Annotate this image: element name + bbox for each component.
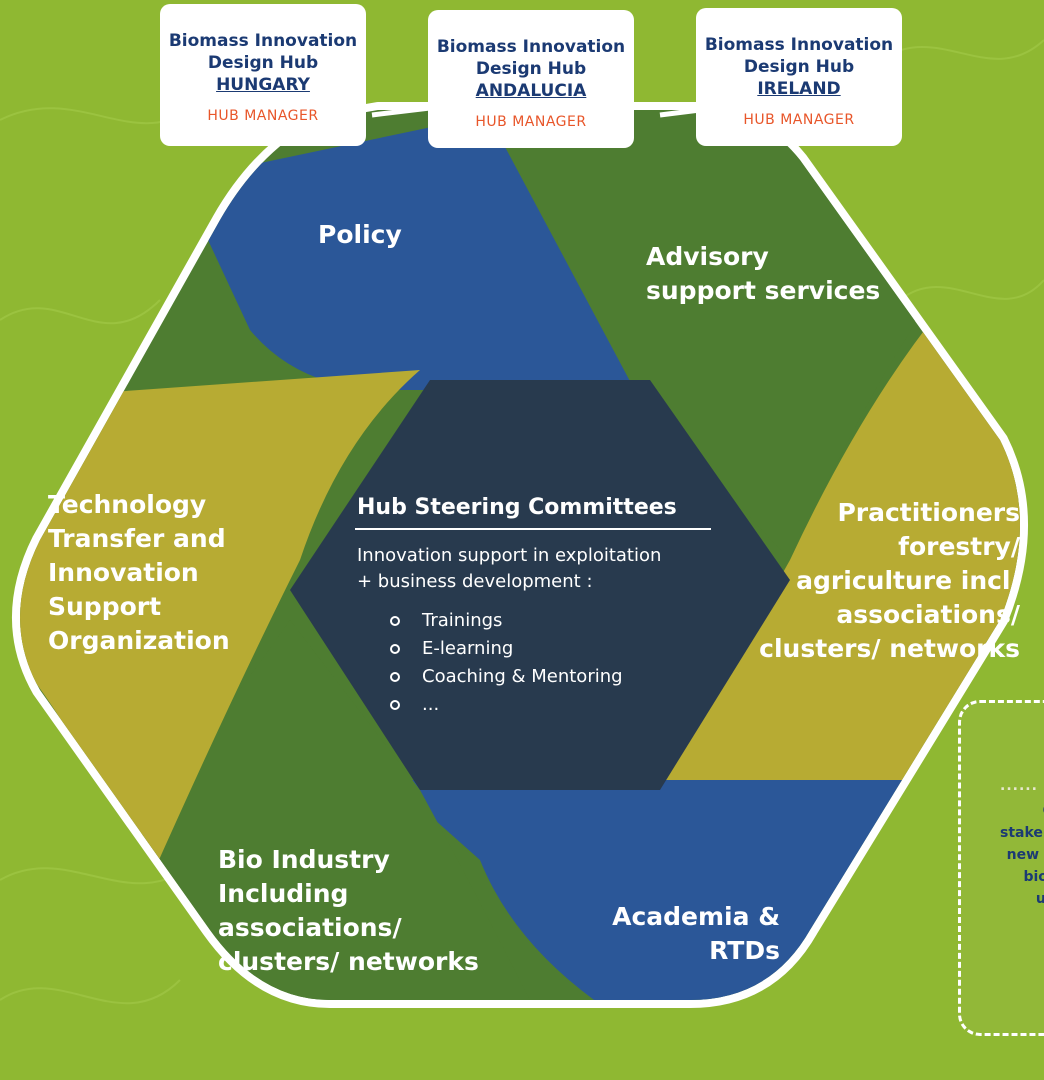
- practitioners-label-line: associations/: [836, 600, 1020, 629]
- technology-label-line: Technology: [48, 490, 207, 519]
- technology-label: Technology Transfer and Innovation Suppo…: [48, 488, 230, 658]
- list-item: ...: [390, 691, 623, 719]
- bullet-icon: [390, 700, 400, 710]
- practitioners-label-line: agriculture incl.: [796, 566, 1020, 595]
- practitioners-label-line: clusters/ networks: [759, 634, 1020, 663]
- practitioners-label-line: Practitioners: [837, 498, 1020, 527]
- bullet-icon: [390, 644, 400, 654]
- advisory-label: Advisory support services: [646, 240, 880, 308]
- academia-label: Academia & RTDs: [598, 900, 780, 968]
- hub-card-hungary: Biomass Innovation Design Hub HUNGARY HU…: [160, 4, 366, 146]
- connector-line: [659, 107, 701, 118]
- hub-role: HUB MANAGER: [475, 114, 587, 130]
- note-text-line: stakeho: [1000, 825, 1044, 841]
- center-description-line: + business development :: [357, 571, 593, 592]
- bio-industry-label-line: clusters/ networks: [218, 947, 479, 976]
- hub-role: HUB MANAGER: [207, 108, 319, 124]
- note-dots: ......: [1000, 778, 1038, 794]
- list-item: E-learning: [390, 635, 623, 663]
- note-text-line: upt: [1035, 891, 1044, 907]
- hub-role: HUB MANAGER: [743, 112, 855, 128]
- advisory-label-line: Advisory: [646, 242, 769, 271]
- hub-country: IRELAND: [757, 79, 841, 99]
- center-title: Hub Steering Committees: [357, 495, 677, 520]
- hub-title-line: Design Hub: [207, 53, 319, 73]
- academia-band: [390, 780, 980, 1000]
- bullet-icon: [390, 672, 400, 682]
- bio-industry-label-line: Bio Industry: [218, 845, 390, 874]
- hub-title-line: Biomass Innovation: [168, 31, 358, 51]
- bullet-icon: [390, 616, 400, 626]
- note-text-line: Co: [1000, 800, 1044, 822]
- hub-title-line: Biomass Innovation: [436, 37, 626, 57]
- note-box: [958, 700, 1044, 1036]
- center-description: Innovation support in exploitation + bus…: [357, 543, 661, 595]
- academia-label-line: RTDs: [709, 936, 780, 965]
- list-item-label: E-learning: [422, 638, 514, 659]
- advisory-band: [480, 110, 921, 560]
- connector-line: [371, 105, 431, 118]
- practitioners-label: Practitioners forestry/ agriculture incl…: [754, 496, 1020, 666]
- hub-card-andalucia: Biomass Innovation Design Hub ANDALUCIA …: [428, 10, 634, 148]
- list-item-label: Coaching & Mentoring: [422, 666, 623, 687]
- hub-title-line: Design Hub: [743, 57, 855, 77]
- bio-industry-label-line: associations/: [218, 913, 402, 942]
- bio-industry-label-line: Including: [218, 879, 349, 908]
- practitioners-band: [650, 310, 1020, 790]
- center-title-underline: [355, 528, 711, 530]
- note-text: Co stakeho new va biom upt: [1000, 800, 1044, 910]
- hub-country: HUNGARY: [216, 75, 310, 95]
- note-text-line: biom: [1023, 869, 1044, 885]
- bio-industry-label: Bio Industry Including associations/ clu…: [218, 843, 479, 979]
- policy-label: Policy: [318, 220, 402, 249]
- bio-industry-band: [140, 620, 560, 1000]
- center-description-line: Innovation support in exploitation: [357, 545, 662, 566]
- list-item-label: ...: [422, 694, 440, 715]
- technology-label-line: Innovation: [48, 558, 199, 587]
- hub-country: ANDALUCIA: [475, 81, 587, 101]
- advisory-label-line: support services: [646, 276, 881, 305]
- technology-label-line: Transfer and: [48, 524, 226, 553]
- technology-label-line: Organization: [48, 626, 230, 655]
- list-item: Trainings: [390, 607, 623, 635]
- academia-label-line: Academia &: [612, 902, 780, 931]
- list-item-label: Trainings: [422, 610, 503, 631]
- hub-card-ireland: Biomass Innovation Design Hub IRELAND HU…: [696, 8, 902, 146]
- center-list: Trainings E-learning Coaching & Mentorin…: [390, 607, 623, 719]
- hub-title-line: Design Hub: [475, 59, 587, 79]
- list-item: Coaching & Mentoring: [390, 663, 623, 691]
- note-text-line: new va: [1006, 847, 1044, 863]
- practitioners-label-line: forestry/: [898, 532, 1020, 561]
- center-hexagon: [290, 380, 790, 790]
- technology-label-line: Support: [48, 592, 162, 621]
- hub-title-line: Biomass Innovation: [704, 35, 894, 55]
- technology-band: [20, 370, 420, 880]
